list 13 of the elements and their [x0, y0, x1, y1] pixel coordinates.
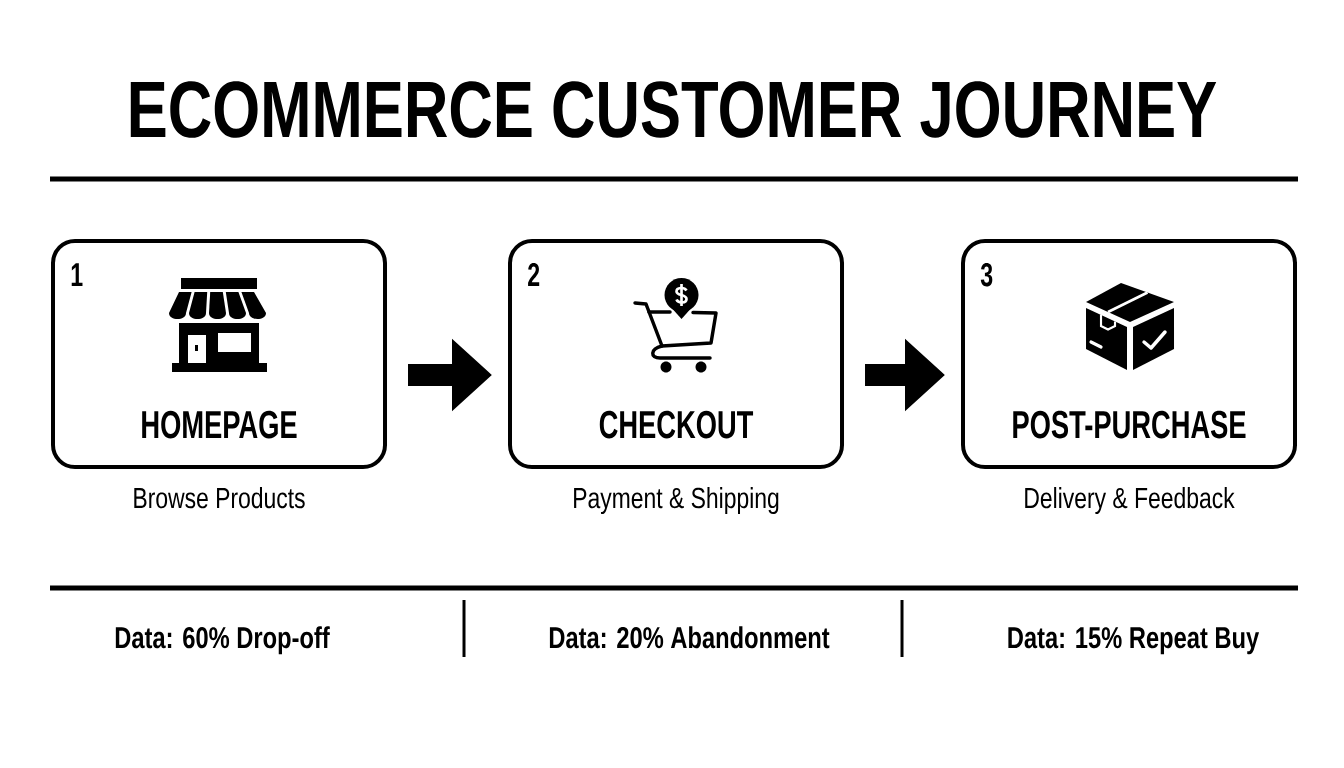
- step-number: 1: [71, 263, 83, 286]
- step-caption: Browse Products: [134, 487, 305, 509]
- step-title: POST-PURCHASE: [1013, 410, 1246, 439]
- step-title: CHECKOUT: [599, 410, 754, 439]
- data-label: Data: 15% Repeat Buy: [1008, 627, 1260, 655]
- title: ECOMMERCE CUSTOMER JOURNEY: [130, 81, 1217, 138]
- data-label: Data: 60% Drop-off: [115, 626, 330, 655]
- step-title: HOMEPAGE: [142, 410, 297, 439]
- step-number: 2: [528, 262, 540, 286]
- data-label: Data: 20% Abandonment: [549, 626, 830, 649]
- step-caption: Payment & Shipping: [574, 487, 779, 515]
- step-caption: Delivery & Feedback: [1025, 487, 1235, 515]
- step-number: 3: [980, 262, 993, 287]
